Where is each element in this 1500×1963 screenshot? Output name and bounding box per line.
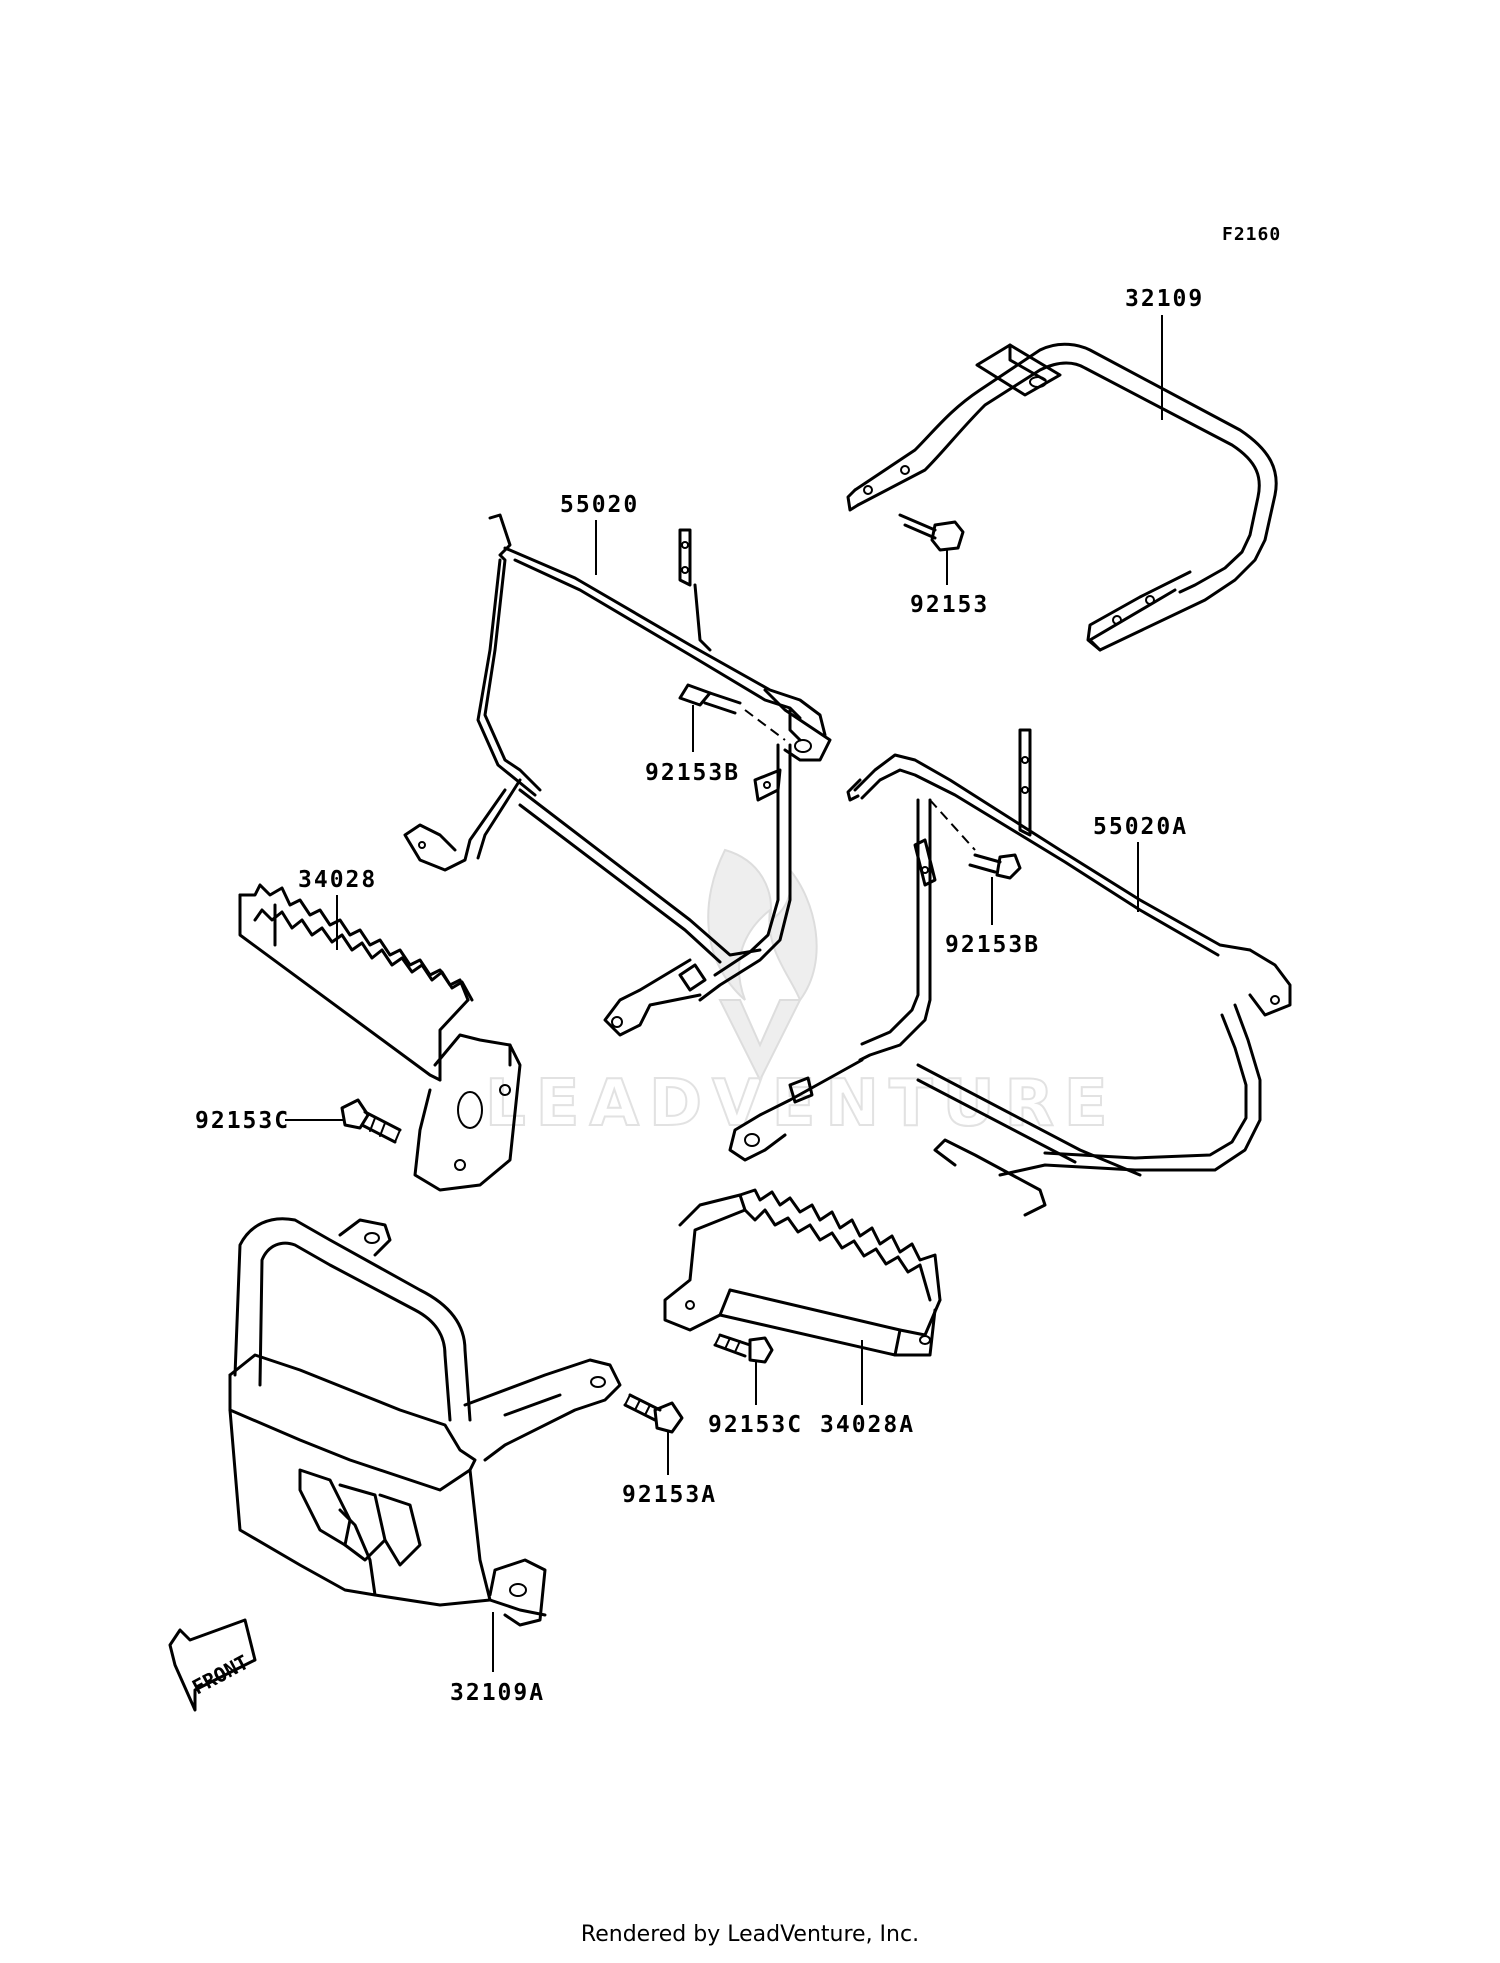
bolt-92153C-right-drawing [713,1333,774,1364]
label-34028: 34028 [298,867,377,893]
label-55020: 55020 [560,492,639,518]
label-92153B-right: 92153B [945,932,1040,958]
label-32109A: 32109A [450,1680,545,1706]
front-arrow-label: FRONT [188,1650,252,1699]
label-55020A: 55020A [1093,814,1188,840]
side-frame-55020-drawing [403,513,832,1037]
label-34028A: 34028A [820,1412,915,1438]
label-92153C-left: 92153C [195,1108,290,1134]
watermark-text: LEADVENTURE [485,1067,1118,1141]
bolt-92153B-left-drawing [678,683,786,741]
footpeg-34028A-drawing [663,1188,942,1357]
footpeg-34028-drawing [238,883,522,1192]
label-92153B-left: 92153B [645,760,740,786]
front-guard-32109A-drawing [228,1217,622,1627]
label-92153A: 92153A [622,1482,717,1508]
footer-credit: Rendered by LeadVenture, Inc. [580,1922,920,1947]
bolt-92153A-drawing [623,1393,684,1434]
label-92153C-right: 92153C [708,1412,803,1438]
side-frame-55020A-drawing [728,728,1292,1217]
rear-guard-32109-drawing [846,342,1278,652]
bolt-92153-drawing [898,513,965,552]
label-32109: 32109 [1125,286,1204,312]
diagram-code: F2160 [1222,224,1281,245]
front-direction-arrow: FRONT [168,1618,257,1712]
label-92153: 92153 [910,592,989,618]
watermark-logo: LEADVENTURE [484,848,1118,1142]
bolt-92153C-left-drawing [340,1098,402,1144]
bolt-92153B-right-drawing [929,799,1022,880]
